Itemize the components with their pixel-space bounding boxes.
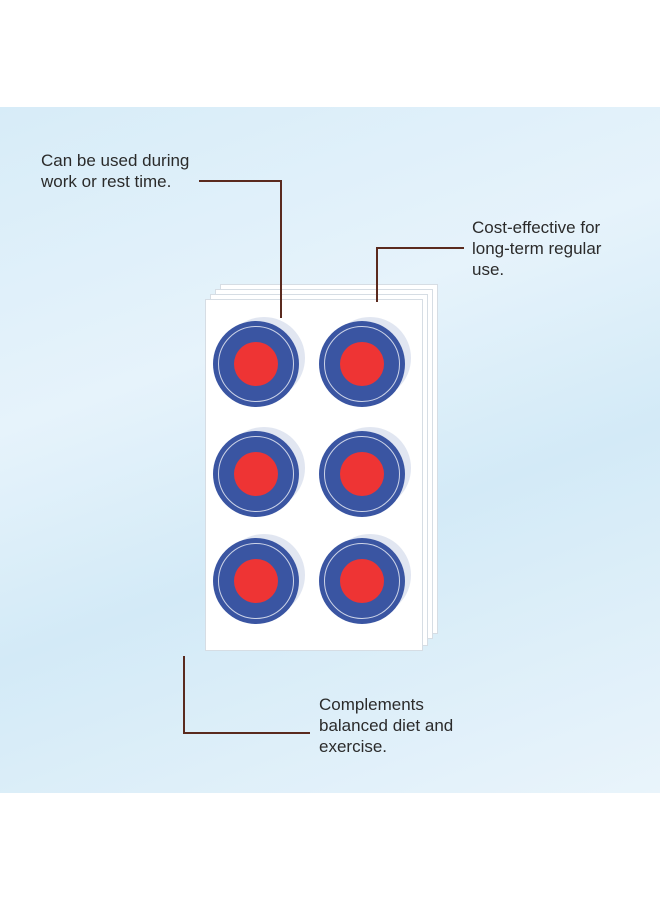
callout-cost-effective: Cost-effective for long-term regular use… [472, 218, 602, 279]
callout-usage-time: Can be used during work or rest time. [41, 151, 190, 191]
patch-circle [319, 321, 405, 407]
patch-center-dot [234, 452, 278, 496]
patch-ring [218, 436, 294, 512]
patch-center-dot [340, 452, 384, 496]
patch-circle [213, 321, 299, 407]
patch-circle [213, 538, 299, 624]
patch-ring [324, 326, 400, 402]
leader-line-bottom [183, 656, 310, 734]
leader-line-top-right [376, 247, 464, 302]
leader-line-top-left [199, 180, 282, 318]
patch-center-dot [234, 342, 278, 386]
callout-diet-exercise: Complements balanced diet and exercise. [319, 695, 454, 756]
patch-sheet-front [205, 299, 423, 651]
patch-center-dot [340, 342, 384, 386]
patch-circle [213, 431, 299, 517]
patch-ring [324, 436, 400, 512]
patch-center-dot [234, 559, 278, 603]
patch-center-dot [340, 559, 384, 603]
patch-circle [319, 538, 405, 624]
patch-circle [319, 431, 405, 517]
patch-ring [324, 543, 400, 619]
patch-ring [218, 326, 294, 402]
patch-ring [218, 543, 294, 619]
